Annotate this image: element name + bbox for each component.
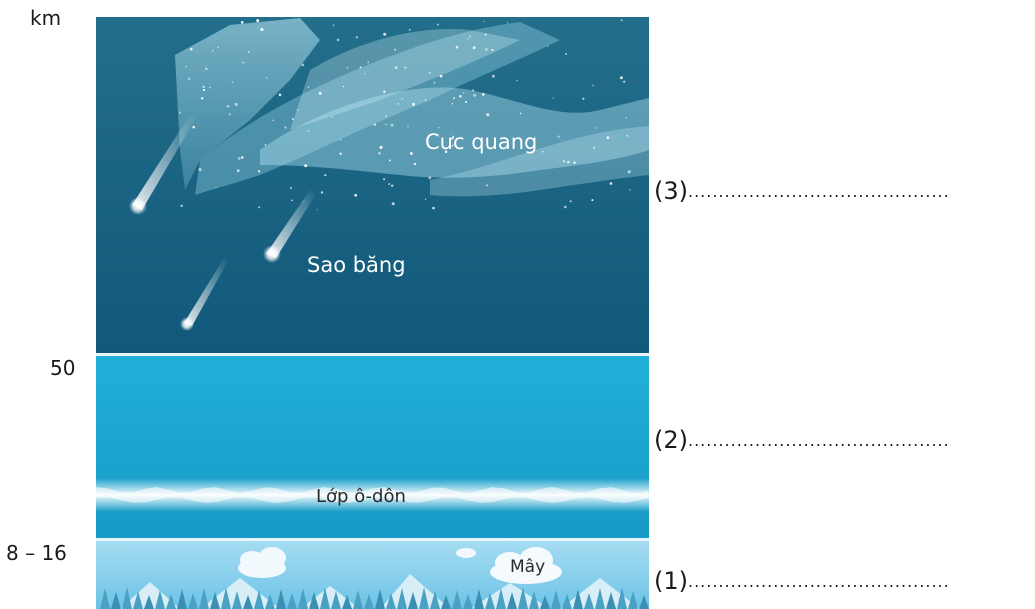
- blank-3-dots[interactable]: ........................................…: [688, 182, 950, 201]
- blank-1-number: (1): [654, 567, 688, 595]
- blank-2-number: (2): [654, 426, 688, 454]
- cloud: [490, 547, 562, 584]
- cloud: [456, 548, 476, 558]
- meteor: [129, 115, 196, 215]
- axis-unit-label: km: [30, 6, 62, 30]
- blank-1: (1).....................................…: [654, 567, 950, 595]
- blank-3: (3).....................................…: [654, 177, 950, 205]
- boundary-line: [96, 538, 649, 541]
- blank-1-dots[interactable]: ........................................…: [688, 572, 950, 591]
- meteor: [180, 258, 228, 331]
- cloud-label: Mây: [510, 557, 545, 577]
- pine-trees: [100, 587, 649, 609]
- blank-2-dots[interactable]: ........................................…: [688, 431, 950, 450]
- boundary-line: [96, 353, 649, 356]
- ozone-band: [96, 478, 649, 512]
- star-field: [179, 19, 632, 211]
- blank-2: (2).....................................…: [654, 426, 950, 454]
- ozone-label: Lớp ô-dôn: [316, 486, 406, 507]
- aurora-label: Cực quang: [425, 130, 537, 154]
- aurora: [175, 18, 649, 197]
- altitude-50-label: 50: [50, 356, 76, 380]
- meteor: [263, 190, 316, 263]
- altitude-8-16-label: 8 – 16: [6, 541, 67, 565]
- meteor-label: Sao băng: [307, 253, 406, 277]
- cloud: [238, 547, 286, 578]
- blank-3-number: (3): [654, 177, 688, 205]
